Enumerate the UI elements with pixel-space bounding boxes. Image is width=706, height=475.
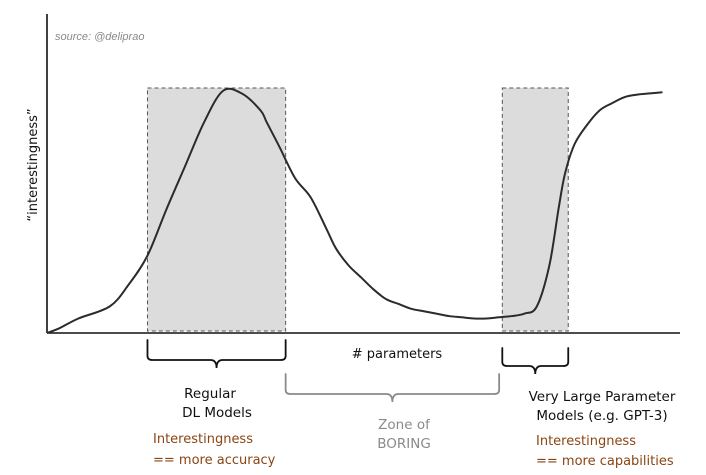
regular-dl-label-line2: DL Models: [182, 405, 252, 421]
boring-zone-label-line1: Zone of: [378, 417, 431, 433]
large-models-note-line2: == more capabilities: [536, 454, 674, 469]
boring-zone-brace: [284, 373, 501, 403]
large-models-brace: [501, 347, 570, 375]
boring-zone-label-line2: BORING: [377, 436, 431, 452]
y-axis-label: “interestingness”: [26, 108, 41, 221]
large-models-note-line1: Interestingness: [536, 434, 636, 449]
large-models-label-line1: Very Large Parameter: [529, 389, 676, 405]
shaded-region-0: [146, 87, 287, 332]
large-models-label-line2: Models (e.g. GPT-3): [536, 408, 667, 424]
regular-dl-label-line1: Regular: [184, 386, 236, 402]
regular-dl-note-line1: Interestingness: [153, 432, 253, 447]
source-credit: source: @deliprao: [55, 31, 144, 43]
regular-dl-brace: [146, 339, 287, 369]
interestingness-curve: [46, 87, 663, 334]
shaded-region-2: [501, 87, 569, 332]
regular-dl-note-line2: == more accuracy: [153, 453, 276, 468]
x-axis-label: # parameters: [352, 347, 443, 362]
